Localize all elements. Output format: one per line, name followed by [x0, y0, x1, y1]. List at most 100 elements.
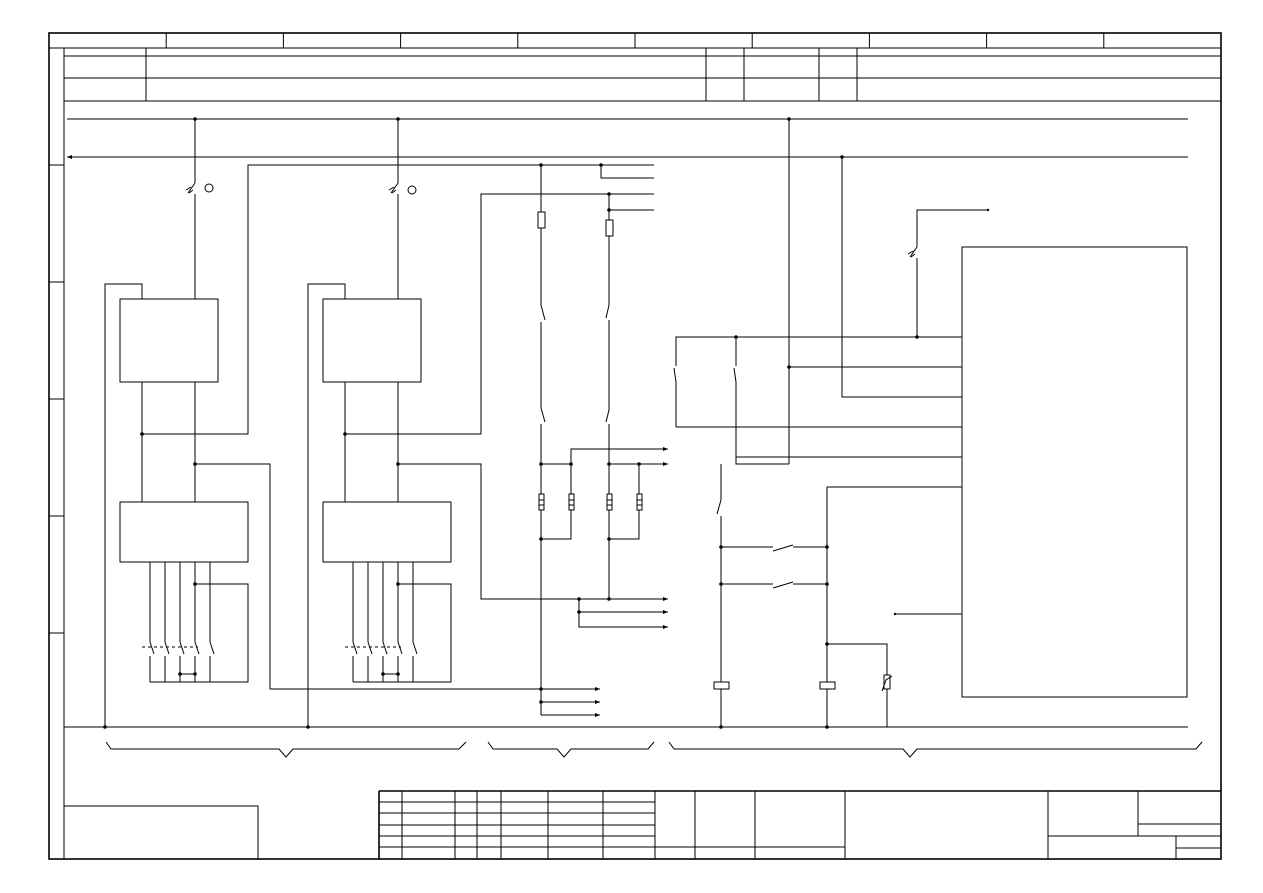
junction-dot	[734, 335, 738, 339]
arrow-head	[595, 687, 600, 691]
junction-dot	[607, 208, 611, 212]
contact-icon	[382, 641, 388, 655]
header-table	[64, 48, 1221, 102]
relay-coil-icon	[636, 493, 643, 511]
group-braces	[105, 741, 1203, 758]
bus-arrow-left	[67, 155, 72, 159]
junction-dot	[343, 432, 347, 436]
junction-dot	[193, 117, 197, 121]
junction-dot	[193, 462, 197, 466]
junction-dot	[396, 117, 400, 121]
arrow-head	[663, 462, 668, 466]
contact-icon	[179, 641, 185, 655]
unit-a-controller-box	[119, 298, 219, 383]
junction-dot	[840, 155, 844, 159]
controller-unit-box	[961, 246, 1188, 698]
contact-icon	[352, 641, 358, 655]
unit-a	[104, 119, 654, 727]
approval-block	[64, 805, 259, 859]
junction-dot	[577, 597, 581, 601]
unit-b-contact-bank	[345, 562, 418, 682]
junction-dot	[825, 582, 829, 586]
unit-b-starter-box	[322, 501, 452, 563]
brace-auxiliary-group	[487, 741, 655, 758]
junction-dot	[396, 582, 400, 586]
junction-dot	[381, 672, 385, 676]
arrow-head	[663, 597, 668, 601]
indicator-lamp-icon	[407, 185, 417, 195]
controller-section	[673, 119, 1188, 727]
contact-icon	[194, 641, 200, 655]
junction-dot	[825, 642, 829, 646]
arrow-head	[595, 700, 600, 704]
junction-dot	[607, 192, 611, 196]
fuse-icon	[537, 211, 546, 229]
contact-icon	[367, 641, 373, 655]
arrow-head	[663, 610, 668, 614]
auxiliary-feeders	[537, 165, 990, 717]
motor-protection-switch-icon	[185, 182, 196, 194]
motor-protection-switch-icon	[907, 246, 918, 258]
junction-dot	[178, 672, 182, 676]
junction-dot	[193, 672, 197, 676]
junction-dot	[607, 597, 611, 601]
junction-dot	[637, 462, 641, 466]
arrow-head	[663, 625, 668, 629]
relay-coil-icon	[568, 493, 575, 511]
junction-dots	[103, 117, 919, 729]
frame-column-ticks	[165, 33, 1105, 48]
power-bus	[64, 118, 1188, 728]
junction-dot	[599, 163, 603, 167]
contact-icon	[164, 641, 170, 655]
junction-dot	[193, 582, 197, 586]
drawing-frame	[48, 32, 1222, 860]
junction-dot	[396, 462, 400, 466]
relay-coil-icon	[713, 681, 730, 690]
contact-icon	[397, 641, 403, 655]
junction-dot	[140, 432, 144, 436]
junction-dot	[607, 462, 611, 466]
contact-icon	[412, 641, 418, 655]
junction-dot	[539, 687, 543, 691]
motor-protection-switch-icon	[388, 182, 399, 194]
junction-dot	[719, 545, 723, 549]
junction-dot	[825, 725, 829, 729]
frame-row-ticks	[49, 164, 64, 634]
indicator-lamp-icon	[204, 183, 214, 193]
junction-dot	[539, 163, 543, 167]
contact-icon	[209, 641, 215, 655]
junction-dot	[577, 610, 581, 614]
junction-dot	[539, 700, 543, 704]
junction-dot	[306, 725, 310, 729]
title-block	[378, 790, 1221, 859]
unit-a-starter-box	[119, 501, 249, 563]
contact-icon	[149, 641, 155, 655]
thermistor-icon	[881, 674, 893, 692]
unit-b	[307, 119, 668, 727]
revision-table	[379, 791, 655, 859]
unit-b-controller-box	[322, 298, 422, 383]
junction-dot	[825, 545, 829, 549]
junction-dot	[915, 335, 919, 339]
brace-controller-group	[668, 741, 1203, 758]
junction-dot	[719, 725, 723, 729]
junction-dot	[539, 537, 543, 541]
relay-coil-icon	[819, 681, 836, 690]
junction-dot	[103, 725, 107, 729]
arrow-head	[663, 447, 668, 451]
junction-dot	[787, 365, 791, 369]
fuse-icon	[605, 219, 614, 237]
signal-arrows	[595, 208, 990, 717]
junction-dot	[569, 462, 573, 466]
arrow-head	[595, 713, 600, 717]
junction-dot	[787, 117, 791, 121]
junction-dot	[396, 672, 400, 676]
relay-coil-icon	[606, 493, 613, 511]
junction-dot	[719, 582, 723, 586]
unit-a-contact-bank	[142, 562, 215, 682]
brace-pump-group	[105, 741, 467, 758]
junction-dot	[539, 462, 543, 466]
relay-coil-icon	[538, 493, 545, 511]
